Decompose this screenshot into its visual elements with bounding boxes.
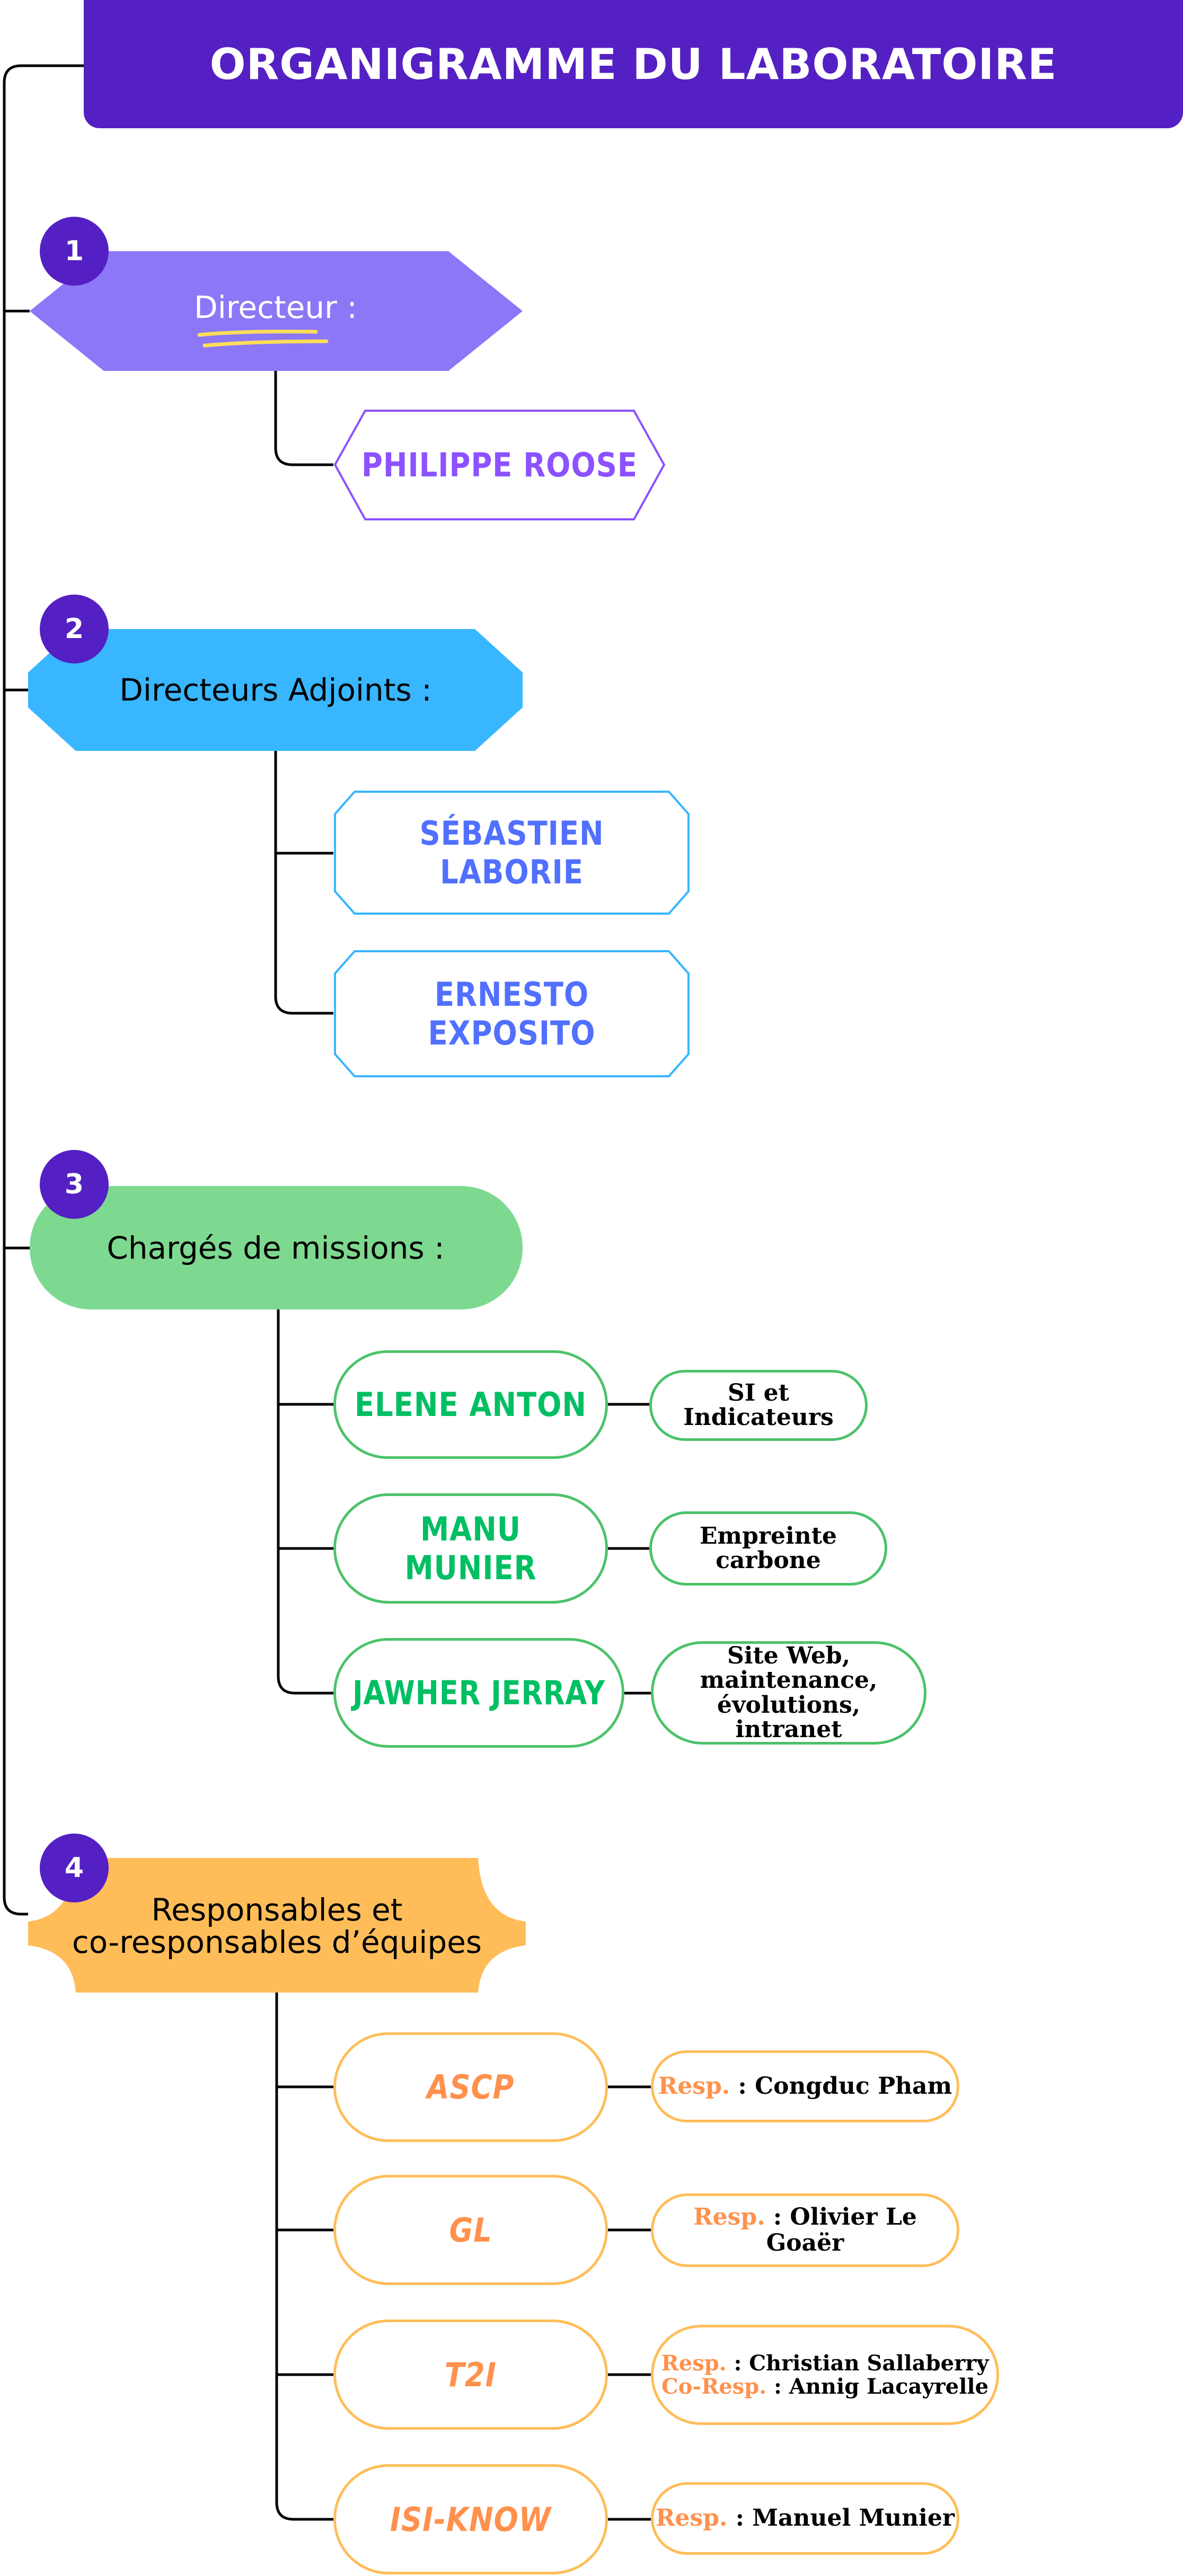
team-box-gl: GL: [333, 2175, 608, 2285]
member-name: SÉBASTIEN LABORIE: [419, 814, 604, 891]
underline-decoration: [202, 339, 329, 348]
team-box-ascp: ASCP: [333, 2032, 608, 2142]
team-name: T2I: [444, 2355, 497, 2394]
resp-key: Resp.: [693, 2203, 765, 2231]
section-badge-3: 3: [40, 1150, 109, 1219]
underline-decoration: [197, 330, 318, 337]
badge-number: 4: [64, 1852, 84, 1884]
team-resp-box: Resp. : Olivier Le Goaër: [651, 2193, 959, 2267]
connector-teams: [275, 1993, 333, 2521]
member-box-philippe-roose: [333, 410, 666, 520]
team-resp-box: Resp. : Congduc Pham: [651, 2050, 959, 2122]
coresp-name: : Annig Lacayrelle: [774, 2374, 989, 2399]
member-name: ELENE ANTON: [354, 1385, 587, 1424]
section-badge-2: 2: [40, 595, 109, 663]
team-box-isi-know: ISI-KNOW: [333, 2464, 608, 2574]
badge-number: 2: [64, 613, 84, 645]
page-title: ORGANIGRAMME DU LABORATOIRE: [84, 0, 1183, 128]
resp-line: Resp. : Christian Sallaberry: [661, 2350, 989, 2376]
main-trunk-line: [3, 64, 84, 1916]
badge-number: 1: [64, 235, 84, 267]
resp-name: : Christian Sallaberry: [734, 2350, 989, 2376]
deputy-header-shape: [28, 629, 523, 751]
missions-header-shape: [30, 1186, 523, 1309]
section-badge-4: 4: [40, 1834, 109, 1902]
member-box-elene-anton: ELENE ANTON: [333, 1350, 608, 1459]
member-name: PHILIPPE ROOSE: [361, 446, 638, 484]
section-title-director: Directeur :: [194, 289, 357, 325]
member-name: ERNESTO EXPOSITO: [428, 975, 596, 1052]
team-name: ISI-KNOW: [390, 2500, 552, 2539]
connector-missions: [277, 1309, 333, 1695]
resp-name: : Congduc Pham: [738, 2072, 952, 2100]
resp-line: Resp. : Congduc Pham: [658, 2072, 952, 2100]
coresp-key: Co-Resp.: [661, 2374, 767, 2399]
team-box-t2i: T2I: [333, 2320, 608, 2430]
page-title-text: ORGANIGRAMME DU LABORATOIRE: [209, 39, 1057, 89]
section-title-teams: Responsables et co-responsables d’équipe…: [28, 1887, 526, 1966]
teams-header-shape: [28, 1858, 526, 1993]
member-box-ernesto-exposito: [334, 950, 690, 1077]
team-resp-box: Resp. : Christian Sallaberry Co-Resp. : …: [651, 2325, 999, 2425]
resp-name: : Olivier Le Goaër: [766, 2203, 917, 2256]
member-box-jawher-jerray: JAWHER JERRAY: [333, 1638, 624, 1748]
member-name: JAWHER JERRAY: [352, 1674, 605, 1712]
director-header-shape: [30, 251, 523, 371]
badge-number: 3: [64, 1169, 84, 1200]
team-resp-box: Resp. : Manuel Munier: [651, 2482, 959, 2555]
connector-director: [274, 371, 333, 466]
resp-key: Resp.: [655, 2504, 728, 2532]
section-title-deputies: Directeurs Adjoints :: [119, 672, 432, 708]
member-name: MANU MUNIER: [404, 1510, 537, 1587]
member-box-manu-munier: MANU MUNIER: [333, 1493, 608, 1604]
member-box-sebastien-laborie: [334, 791, 690, 915]
team-name: ASCP: [427, 2068, 515, 2106]
resp-key: Resp.: [658, 2072, 730, 2100]
connector-deputies: [274, 751, 333, 1015]
resp-line: Resp. : Manuel Munier: [656, 2506, 955, 2531]
team-name: GL: [449, 2210, 492, 2250]
section-title-line-1: Responsables et: [151, 1892, 403, 1928]
mission-box: SI et Indicateurs: [649, 1370, 868, 1441]
mission-box: Empreinte carbone: [649, 1511, 887, 1586]
coresp-line: Co-Resp. : Annig Lacayrelle: [661, 2375, 988, 2398]
mission-box: Site Web, maintenance, évolutions, intra…: [651, 1641, 926, 1745]
section-badge-1: 1: [40, 217, 109, 286]
resp-name: : Manuel Munier: [735, 2504, 955, 2532]
resp-line: Resp. : Olivier Le Goaër: [654, 2203, 957, 2256]
section-title-line-2: co-responsables d’équipes: [72, 1924, 482, 1960]
section-title-missions: Chargés de missions :: [107, 1230, 445, 1266]
resp-key: Resp.: [661, 2350, 727, 2376]
